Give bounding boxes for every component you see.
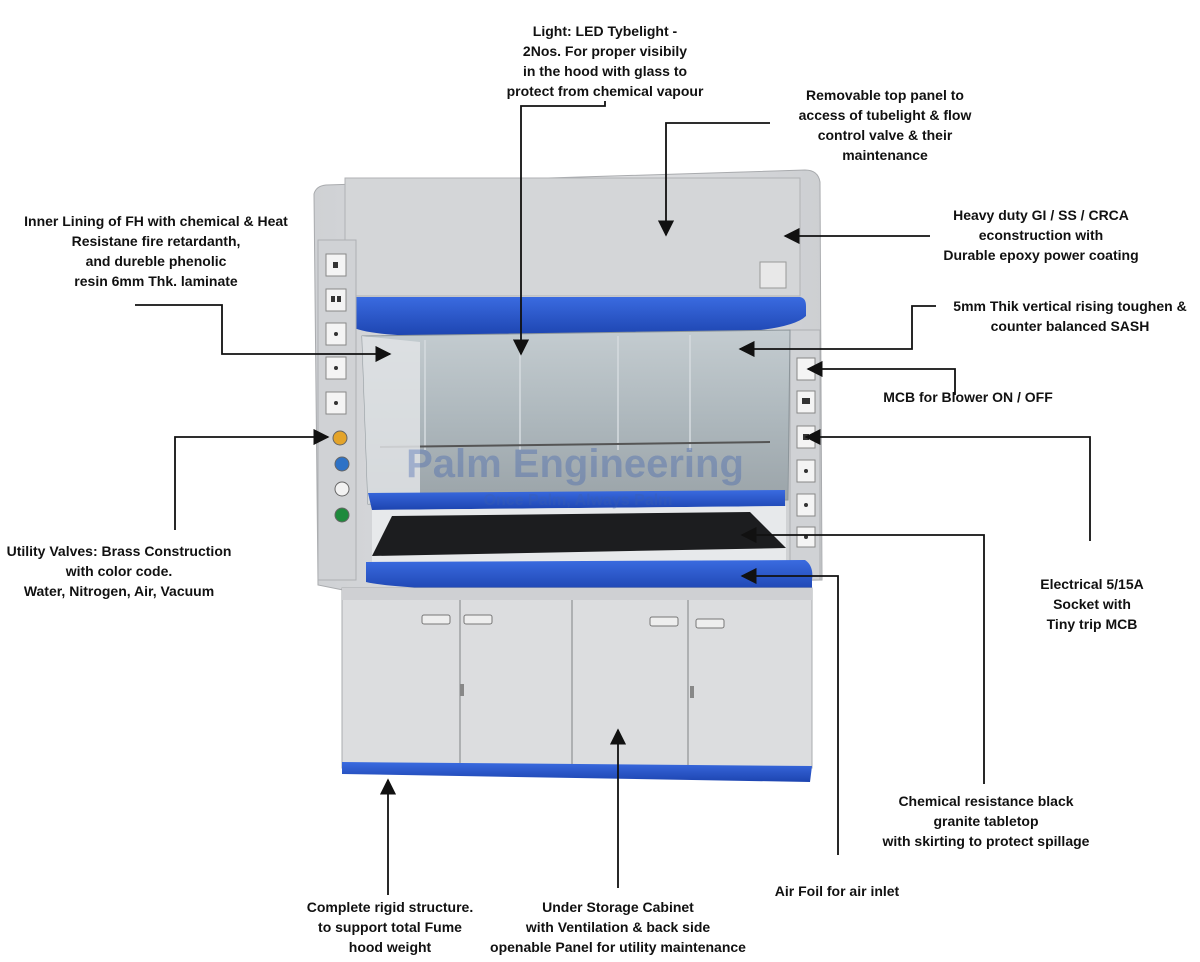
arrow-light xyxy=(512,101,606,356)
callout-structure-line-3: hood weight xyxy=(348,939,432,955)
callout-structure-line-2: to support total Fume xyxy=(318,919,462,935)
top-panel-sticker xyxy=(759,261,787,289)
arrow-sash xyxy=(738,305,936,358)
black-granite-tabletop xyxy=(372,512,786,556)
callout-inner-lining-line-2: Resistane fire retardanth, xyxy=(71,233,241,249)
callout-light-line-3: in the hood with glass to xyxy=(522,63,688,79)
callout-top-panel-line-3: control valve & their xyxy=(817,127,953,143)
arrow-air-foil xyxy=(740,567,839,855)
callout-top-panel-line-2: access of tubelight & flow xyxy=(798,107,972,123)
callout-inner-lining-line-1: Inner Lining of FH with chemical & Heat xyxy=(24,213,288,229)
callout-valves-line-2: with color code. xyxy=(65,563,173,579)
callout-socket-line-3: Tiny trip MCB xyxy=(1046,616,1138,632)
callout-inner-lining-line-3: and dureble phenolic xyxy=(85,253,227,269)
callout-cabinet: Under Storage Cabinet with Ventilation &… xyxy=(480,897,756,957)
arrow-mcb xyxy=(806,360,956,395)
sash-blue-bar xyxy=(368,490,785,510)
watermark-tagline: Once Palm, Always Palm xyxy=(484,492,673,509)
callout-mcb: MCB for Blower ON / OFF xyxy=(868,387,1068,407)
callout-sash-line-1: 5mm Thik vertical rising toughen & xyxy=(953,298,1187,314)
blue-header-band xyxy=(345,297,806,337)
arrow-inner-lining xyxy=(135,304,392,363)
callout-air-foil-line-1: Air Foil for air inlet xyxy=(774,883,900,899)
arrow-top-panel xyxy=(657,122,770,237)
arrow-tabletop xyxy=(740,526,985,784)
callout-cabinet-line-1: Under Storage Cabinet xyxy=(542,899,694,915)
callout-inner-lining-line-4: resin 6mm Thk. laminate xyxy=(74,273,238,289)
arrow-socket xyxy=(804,428,1091,541)
callout-construction-line-1: Heavy duty GI / SS / CRCA xyxy=(953,207,1129,223)
callout-top-panel-line-4: maintenance xyxy=(842,147,928,163)
blue-plinth xyxy=(342,762,812,782)
glass-reflections xyxy=(424,335,691,450)
callout-cabinet-line-2: with Ventilation & back side xyxy=(525,919,711,935)
callout-top-panel: Removable top panel to access of tubelig… xyxy=(775,85,995,165)
callout-valves: Utility Valves: Brass Construction with … xyxy=(0,541,238,601)
callout-structure: Complete rigid structure. to support tot… xyxy=(295,897,485,957)
inner-rail xyxy=(379,441,771,448)
cabinet-locks xyxy=(460,684,694,698)
callout-valves-line-1: Utility Valves: Brass Construction xyxy=(6,543,232,559)
callout-tabletop: Chemical resistance black granite tablet… xyxy=(866,791,1106,851)
callout-light-line-4: protect from chemical vapour xyxy=(506,83,704,99)
callout-light-line-2: 2Nos. For proper visibily xyxy=(522,43,688,59)
cabinet-door-lines xyxy=(459,600,689,766)
callout-valves-line-3: Water, Nitrogen, Air, Vacuum xyxy=(23,583,215,599)
callout-arrows xyxy=(135,101,1091,895)
callout-construction-line-2: econstruction with xyxy=(978,227,1104,243)
callout-structure-line-1: Complete rigid structure. xyxy=(306,899,474,915)
callout-light-line-1: Light: LED Tybelight - xyxy=(532,23,678,39)
top-panel xyxy=(344,177,801,297)
cabinet-handles xyxy=(421,614,725,629)
air-foil-bar xyxy=(366,560,813,592)
inner-lining-wall xyxy=(362,336,420,504)
callout-sash: 5mm Thik vertical rising toughen & count… xyxy=(945,296,1195,336)
callout-construction-line-3: Durable epoxy power coating xyxy=(943,247,1139,263)
callout-socket-line-1: Electrical 5/15A xyxy=(1040,576,1144,592)
callout-top-panel-line-1: Removable top panel to xyxy=(806,87,964,103)
callout-tabletop-line-3: with skirting to protect spillage xyxy=(882,833,1090,849)
utility-valve-knobs xyxy=(332,430,350,523)
callout-air-foil: Air Foil for air inlet xyxy=(762,881,912,901)
watermark-brand: Palm Engineering xyxy=(406,442,744,486)
callout-sash-line-2: counter balanced SASH xyxy=(990,318,1150,334)
callout-mcb-line-1: MCB for Blower ON / OFF xyxy=(883,389,1053,405)
callout-tabletop-line-1: Chemical resistance black xyxy=(898,793,1074,809)
left-socket-holes xyxy=(331,262,341,405)
callout-light: Light: LED Tybelight - 2Nos. For proper … xyxy=(495,21,715,101)
callout-socket: Electrical 5/15A Socket with Tiny trip M… xyxy=(1012,574,1172,634)
callout-cabinet-line-3: openable Panel for utility maintenance xyxy=(490,939,746,955)
callout-construction: Heavy duty GI / SS / CRCA econstruction … xyxy=(925,205,1157,265)
callout-socket-line-2: Socket with xyxy=(1053,596,1131,612)
cabinet-top-strip xyxy=(342,588,812,600)
callout-tabletop-line-2: granite tabletop xyxy=(933,813,1039,829)
base-cabinet xyxy=(341,587,813,769)
callout-inner-lining: Inner Lining of FH with chemical & Heat … xyxy=(8,211,304,291)
arrow-valves xyxy=(174,428,330,530)
